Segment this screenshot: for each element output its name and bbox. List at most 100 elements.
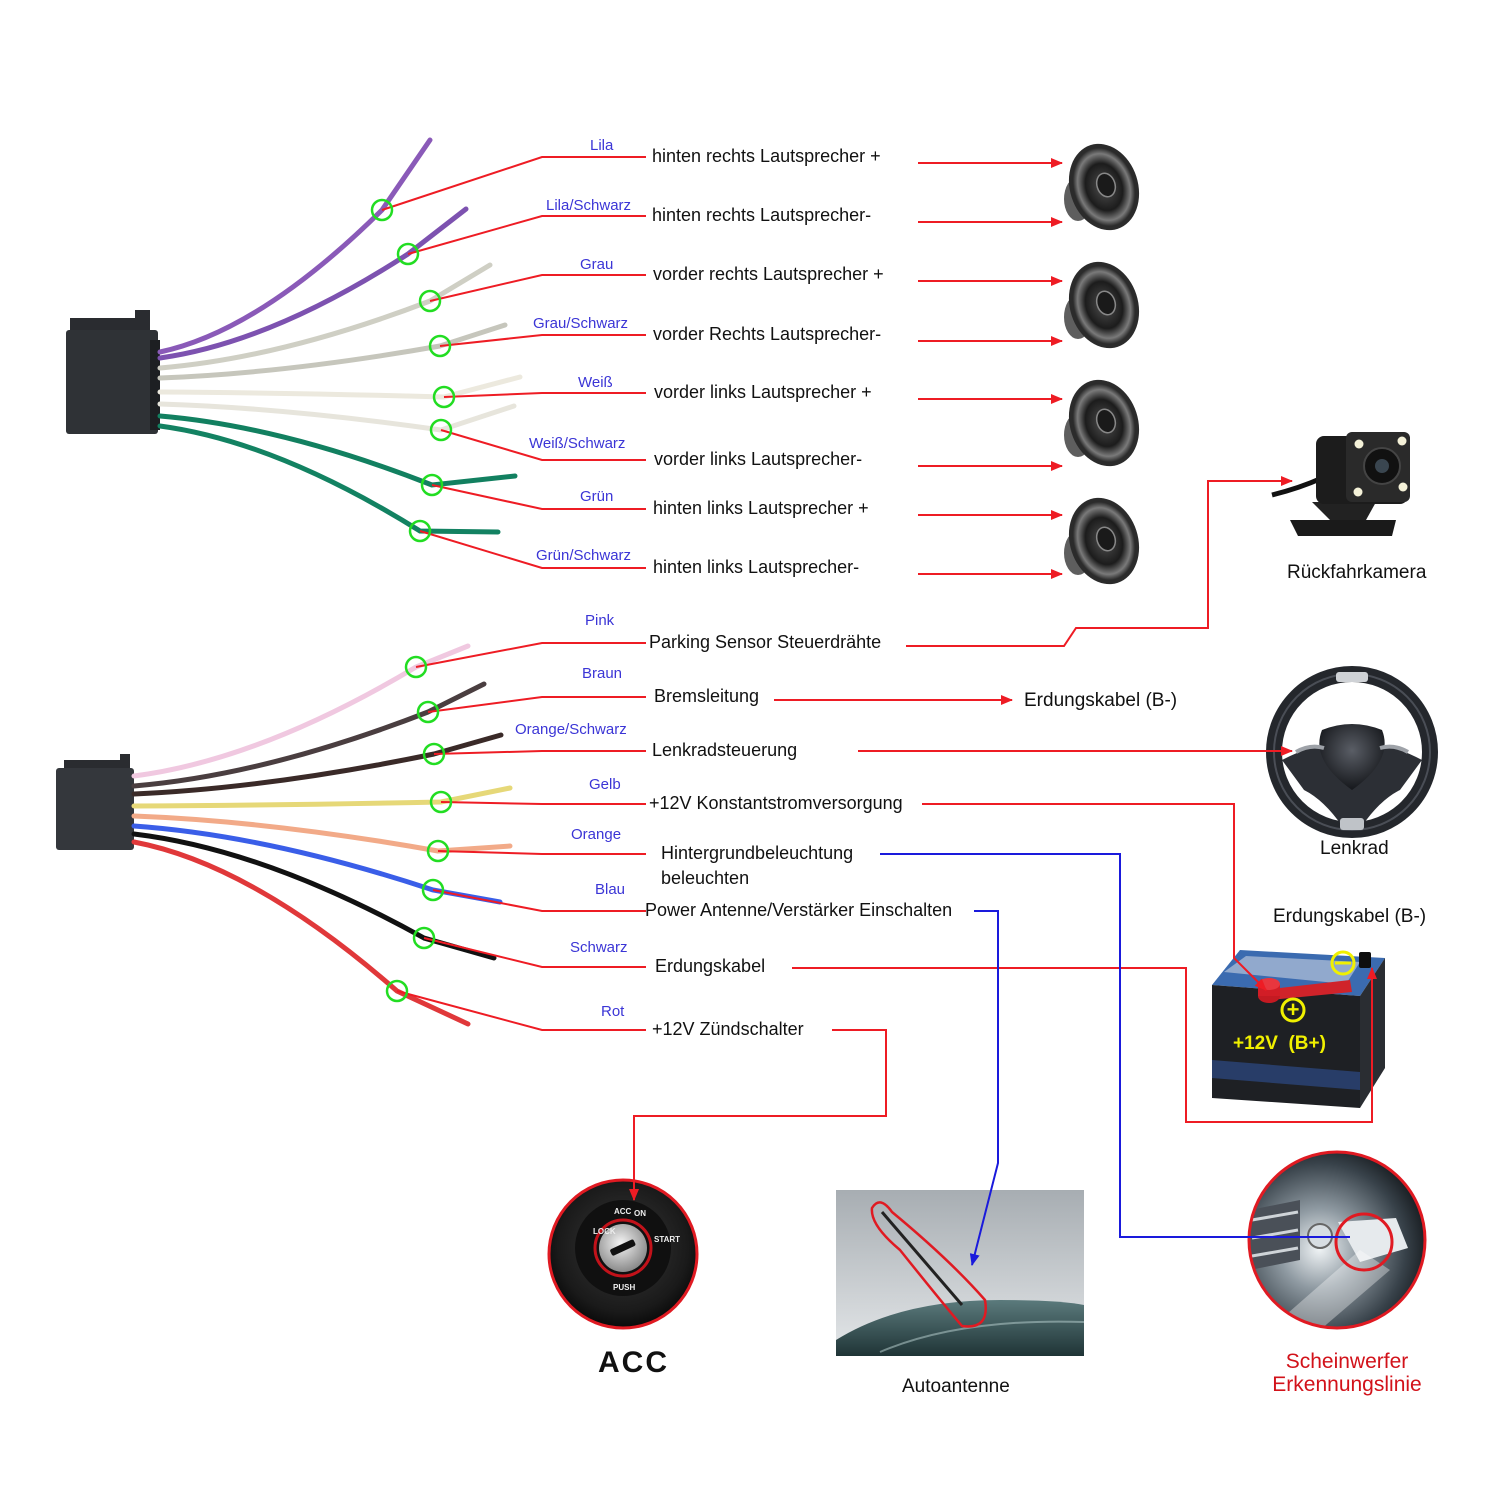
marker-ring: [396, 242, 420, 266]
headlight-label-line2: Erkennungslinie: [1272, 1373, 1422, 1396]
ignition-switch-icon: LOCK ACC ON START PUSH: [547, 1178, 699, 1330]
wire-function-label-line2: beleuchten: [661, 868, 750, 888]
rear-camera-icon: [1271, 432, 1410, 536]
wire-color-label: Orange/Schwarz: [515, 721, 627, 738]
leader-line: [437, 850, 646, 855]
leader-line: [396, 990, 646, 1031]
connector-bottom-wires: [131, 643, 513, 1027]
wire-color-label: Grün: [580, 488, 614, 505]
ignition-on-text: ON: [634, 1209, 646, 1218]
wire-function-label: hinten rechts Lautsprecher-: [652, 205, 872, 225]
ignition-acc-text: ACC: [614, 1207, 632, 1216]
leader-line: [433, 750, 646, 755]
bottom-wire: [131, 823, 503, 905]
wire-function-label: vorder links Lautsprecher-: [654, 449, 863, 469]
marker-ring: [432, 385, 456, 409]
ignition-start-text: START: [654, 1235, 680, 1244]
marker-ring: [418, 289, 442, 313]
speaker-icon: [1064, 261, 1140, 349]
leader-line: [439, 334, 646, 347]
marker-ring: [426, 839, 450, 863]
device-label-steering-wheel: Lenkrad: [1320, 838, 1389, 859]
marker-ring: [429, 418, 453, 442]
device-label-acc: ACC: [598, 1346, 669, 1379]
device-label-camera: Rückfahrkamera: [1287, 562, 1427, 583]
top-wire: [157, 374, 523, 400]
wire-color-label: Rot: [601, 1003, 625, 1020]
battery-plus-symbol: +: [1287, 997, 1300, 1022]
leader-line: [381, 156, 646, 211]
marker-ring: [408, 519, 432, 543]
leader-line: [431, 484, 646, 510]
wire-color-label: Weiß/Schwarz: [529, 435, 626, 452]
wire-color-label: Blau: [595, 881, 626, 898]
wire-color-label: Weiß: [578, 374, 613, 391]
speaker-icon: [1064, 379, 1140, 467]
bottom-wire: [131, 831, 497, 961]
route-parking-sensor: [906, 476, 1293, 647]
svg-text:LOCK ACC ON: LOCK ACC ON START PUSH: [593, 1207, 682, 1292]
leader-line: [415, 642, 646, 668]
leader-line: [427, 696, 646, 713]
wire-color-label: Orange: [571, 826, 622, 843]
wire-color-label: Lila: [590, 137, 614, 154]
route-lines: [629, 158, 1377, 1266]
ignition-push-text: PUSH: [613, 1283, 635, 1292]
device-label-brake-ground: Erdungskabel (B-): [1024, 690, 1178, 711]
wire-function-label: vorder rechts Lautsprecher +: [653, 264, 884, 284]
leader-line: [407, 215, 646, 255]
wire-function-label: vorder Rechts Lautsprecher-: [653, 324, 882, 344]
wire-function-label: +12V Zündschalter: [652, 1019, 804, 1039]
battery-icon: + +12V (B+): [1212, 950, 1385, 1108]
ignition-lock-text: LOCK: [593, 1227, 616, 1236]
wire-function-label: vorder links Lautsprecher +: [654, 382, 872, 402]
device-label-battery-ground: Erdungskabel (B-): [1273, 906, 1427, 927]
bottom-wire: [131, 813, 513, 854]
wire-color-label: Braun: [582, 665, 623, 682]
speakers: [1064, 143, 1140, 585]
leader-lines: [381, 156, 646, 1031]
wire-function-label: hinten links Lautsprecher-: [653, 557, 860, 577]
bottom-wire: [131, 785, 513, 809]
connector-top: [66, 310, 160, 434]
connector-bottom: [56, 754, 134, 850]
route-ground: [792, 967, 1377, 1123]
top-wire: [157, 401, 517, 433]
bottom-wire: [131, 839, 471, 1027]
headlight-label-line1: Scheinwerfer: [1285, 1350, 1409, 1373]
steering-wheel-icon: [1266, 666, 1438, 838]
speaker-icon: [1064, 497, 1140, 585]
route-constant-power: [922, 803, 1267, 991]
bottom-wire: [131, 732, 504, 797]
leader-line: [429, 274, 646, 302]
leader-line: [419, 530, 646, 569]
marker-ring: [412, 926, 436, 950]
route-illumination: [880, 853, 1350, 1238]
leader-line: [423, 937, 646, 968]
top-wire: [157, 206, 469, 361]
wire-function-label: Lenkradsteuerung: [652, 740, 798, 760]
marker-ring: [404, 655, 428, 679]
connector-top-wires: [157, 137, 523, 535]
wire-function-label: Power Antenne/Verstärker Einschalten: [645, 900, 953, 920]
wire-function-label: Hintergrundbeleuchtung: [661, 843, 854, 863]
leader-line: [440, 429, 646, 461]
connector-bottom-housing: [56, 768, 134, 850]
leader-line: [443, 392, 646, 398]
headlight-icon: [1247, 1150, 1427, 1330]
marker-rings: [370, 198, 456, 1003]
device-label-headlight: Scheinwerfer Erkennungslinie: [1262, 1350, 1432, 1396]
route-ignition: [629, 1029, 887, 1201]
top-wire: [157, 413, 518, 488]
battery-positive-label: +12V (B+): [1233, 1033, 1326, 1054]
leader-line: [440, 801, 646, 805]
route-power-antenna: [969, 910, 999, 1266]
marker-ring: [416, 700, 440, 724]
wire-function-label: Parking Sensor Steuerdrähte: [649, 632, 882, 652]
top-wire: [157, 137, 433, 355]
top-wire: [157, 262, 493, 371]
wire-color-label: Gelb: [589, 776, 621, 793]
marker-ring: [385, 979, 409, 1003]
wire-color-label: Pink: [585, 612, 615, 629]
